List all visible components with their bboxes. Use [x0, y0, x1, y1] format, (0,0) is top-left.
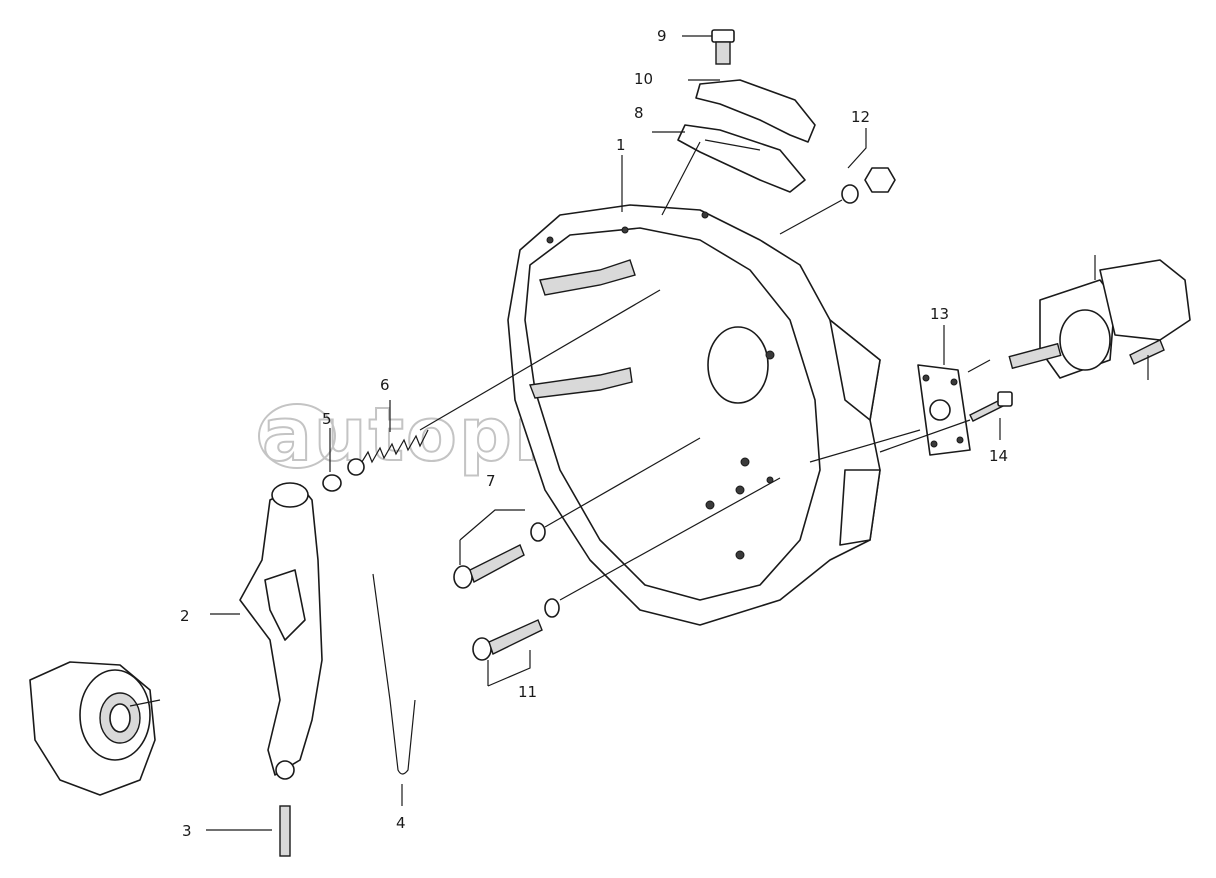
pin-3[interactable] [279, 805, 291, 857]
callout-4: 4 [396, 814, 406, 832]
bolt-9[interactable] [711, 29, 735, 65]
callout-labels: 9 10 8 1 12 13 14 6 5 7 2 11 3 4 [180, 27, 1008, 840]
gasket-8[interactable] [677, 124, 806, 193]
cover-plate-10[interactable] [695, 79, 816, 143]
callout-5: 5 [322, 410, 332, 428]
callout-10: 10 [634, 70, 653, 88]
slave-cylinder[interactable] [1008, 259, 1191, 379]
gasket-plate-13[interactable] [917, 364, 971, 456]
spring-6[interactable] [347, 429, 429, 476]
callout-12: 12 [851, 108, 870, 126]
callout-2: 2 [180, 607, 190, 625]
ring-5[interactable] [322, 474, 342, 492]
callout-13: 13 [930, 305, 949, 323]
callout-1: 1 [616, 136, 626, 154]
callout-6: 6 [380, 376, 390, 394]
release-fork-2[interactable] [239, 482, 323, 780]
bolt-14[interactable] [969, 391, 1013, 422]
bolt-11[interactable] [472, 598, 560, 661]
callout-8: 8 [634, 104, 644, 122]
nut-12[interactable] [841, 167, 896, 204]
clutch-housing[interactable] [507, 204, 881, 626]
callout-3: 3 [182, 822, 192, 840]
leader-lines [129, 35, 1149, 831]
callout-14: 14 [989, 447, 1008, 465]
wire-clip-4[interactable] [372, 573, 416, 775]
callout-7: 7 [486, 472, 496, 490]
callout-9: 9 [657, 27, 667, 45]
callout-11: 11 [518, 683, 537, 701]
bolt-7[interactable] [453, 522, 546, 589]
release-bearing[interactable] [29, 661, 156, 796]
